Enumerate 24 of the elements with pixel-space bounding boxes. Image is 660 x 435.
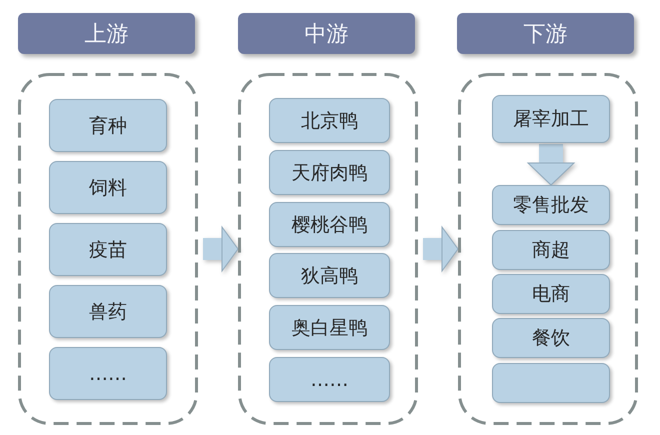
item-box: 兽药 xyxy=(49,285,167,338)
item-box: …… xyxy=(269,357,390,402)
item-box: 天府肉鸭 xyxy=(269,150,390,195)
item-box: 育种 xyxy=(49,99,167,152)
item-box: 疫苗 xyxy=(49,223,167,276)
dashed-group-frame xyxy=(238,73,418,425)
stage-header: 中游 xyxy=(238,13,415,54)
item-box: 电商 xyxy=(492,274,610,314)
item-box: 北京鸭 xyxy=(269,98,390,143)
item-box: 狄高鸭 xyxy=(269,253,390,298)
item-box xyxy=(492,363,610,403)
item-box: 商超 xyxy=(492,230,610,270)
item-box: …… xyxy=(49,347,167,400)
dashed-group-frame xyxy=(18,73,198,425)
stage-header: 下游 xyxy=(457,13,634,54)
item-box: 奥白星鸭 xyxy=(269,305,390,350)
item-box: 餐饮 xyxy=(492,318,610,358)
item-box: 饲料 xyxy=(49,161,167,214)
item-box: 零售批发 xyxy=(492,185,610,225)
dashed-group-frame xyxy=(458,73,638,425)
item-box: 樱桃谷鸭 xyxy=(269,202,390,247)
stage-header: 上游 xyxy=(18,13,195,54)
item-box: 屠宰加工 xyxy=(492,95,610,143)
block-arrow xyxy=(528,143,574,186)
